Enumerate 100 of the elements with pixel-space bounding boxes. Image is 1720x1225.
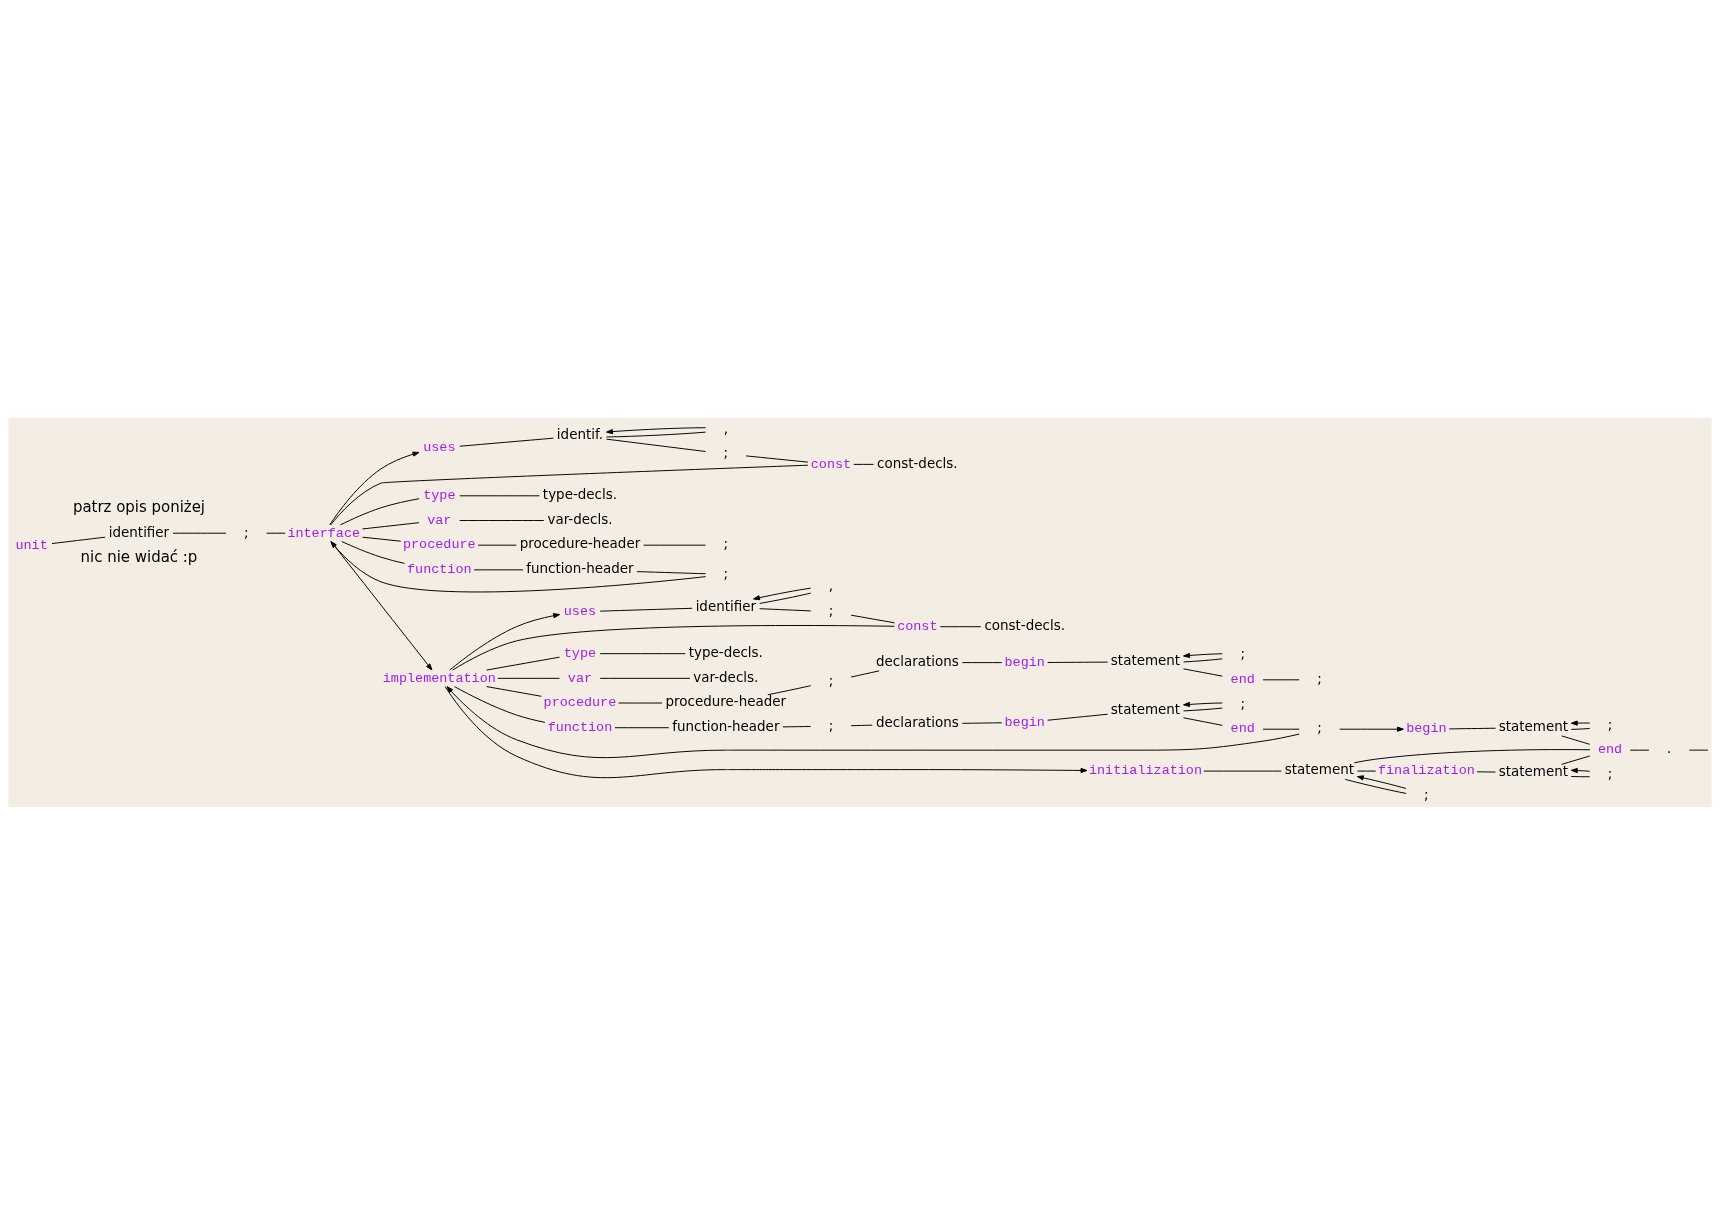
node-text: type: [423, 488, 456, 504]
node-text: procedure: [402, 537, 476, 553]
node-text: const-decls.: [877, 455, 958, 471]
node-text: uses: [563, 604, 597, 620]
connector: [1262, 679, 1300, 681]
node-text: ;: [1424, 787, 1429, 803]
connector: [1047, 661, 1109, 663]
connector: [452, 625, 895, 671]
connector: [767, 685, 812, 696]
connector: [1183, 717, 1223, 726]
node-text: begin: [1406, 721, 1447, 737]
connector: [614, 727, 670, 729]
arrow: [1356, 775, 1407, 789]
node-text: begin: [1004, 654, 1045, 670]
connector: [1448, 727, 1497, 730]
node-text: function: [407, 562, 472, 578]
node-text: statement: [1110, 653, 1181, 669]
connector: [339, 498, 420, 526]
node-text: const: [810, 456, 852, 472]
node-text: initialization: [1088, 763, 1203, 779]
arrow: [330, 541, 707, 593]
label: nic nie widać :p: [80, 548, 198, 567]
connector: [486, 686, 542, 697]
node-text: function: [547, 720, 613, 735]
node-text: end: [1597, 742, 1623, 758]
node-text: statement: [1284, 762, 1355, 778]
node-text: end: [1230, 721, 1255, 737]
connector: [1183, 668, 1223, 677]
connector: [961, 662, 1003, 664]
connector: [459, 437, 554, 447]
node-text: ;: [244, 524, 249, 540]
connector: [362, 536, 402, 542]
node-text: ;: [1317, 720, 1322, 736]
arrow: [449, 613, 561, 671]
node-text: interface: [287, 525, 361, 541]
node-text: end: [1230, 672, 1255, 688]
connector: [459, 520, 545, 521]
connector: [1476, 771, 1496, 773]
connector: [1570, 728, 1591, 730]
connector: [477, 544, 517, 546]
node-text: ;: [1607, 766, 1613, 782]
connector: [599, 607, 693, 612]
arrow: [606, 427, 706, 435]
connector: [1183, 658, 1223, 663]
connector: [1262, 728, 1300, 730]
connector: [497, 677, 560, 679]
label: patrz opis poniżej: [72, 497, 206, 516]
connector: [599, 653, 686, 655]
connector: [486, 656, 560, 671]
arrow: [753, 587, 812, 601]
arrow: [446, 686, 1300, 759]
node-text: identifier: [108, 524, 170, 540]
node-text: const: [897, 619, 938, 635]
arrow: [1570, 720, 1591, 726]
node-text: procedure-header: [665, 694, 787, 710]
connector: [759, 592, 812, 604]
node-text: ;: [723, 445, 729, 461]
connector: [745, 455, 809, 463]
node-text: ;: [1240, 646, 1246, 662]
connector: [606, 431, 706, 438]
connector: [850, 724, 873, 727]
node-text: type-decls.: [542, 487, 618, 503]
node-text: finalization: [1377, 763, 1475, 779]
node-text: ;: [1607, 716, 1613, 732]
connector: [1183, 707, 1223, 712]
node-text: ;: [723, 536, 729, 552]
connector: [51, 536, 106, 545]
node-text: ;: [828, 717, 834, 733]
connector: [850, 670, 880, 678]
node-text: identifier: [695, 598, 757, 614]
connector: [606, 438, 706, 452]
node-text: statement: [1110, 701, 1181, 717]
connector: [759, 608, 812, 612]
node-text: identif.: [556, 427, 604, 443]
node-text: ;: [1317, 671, 1322, 687]
node-text: var: [427, 512, 452, 528]
connector: [459, 495, 540, 497]
connector: [853, 463, 874, 465]
connector: [1570, 776, 1591, 778]
connector: [961, 722, 1003, 724]
node-text: declarations: [875, 653, 959, 669]
connector: [599, 677, 691, 679]
node-text: statement: [1498, 763, 1569, 779]
arrow: [1339, 726, 1404, 732]
node-text: var: [567, 670, 593, 686]
connector: [454, 686, 546, 723]
node-text: const-decls.: [984, 618, 1065, 634]
arrow: [1570, 767, 1591, 774]
node-text: begin: [1004, 714, 1045, 730]
node-text: implementation: [382, 670, 496, 686]
node-text: procedure: [543, 695, 617, 711]
node-text: function-header: [672, 719, 780, 734]
connector: [636, 571, 706, 575]
connector: [341, 541, 405, 564]
connector: [1561, 735, 1591, 745]
arrow: [329, 451, 420, 526]
connector: [850, 614, 895, 624]
node-text: uses: [423, 440, 456, 456]
connector: [330, 464, 809, 526]
connector: [266, 532, 286, 534]
